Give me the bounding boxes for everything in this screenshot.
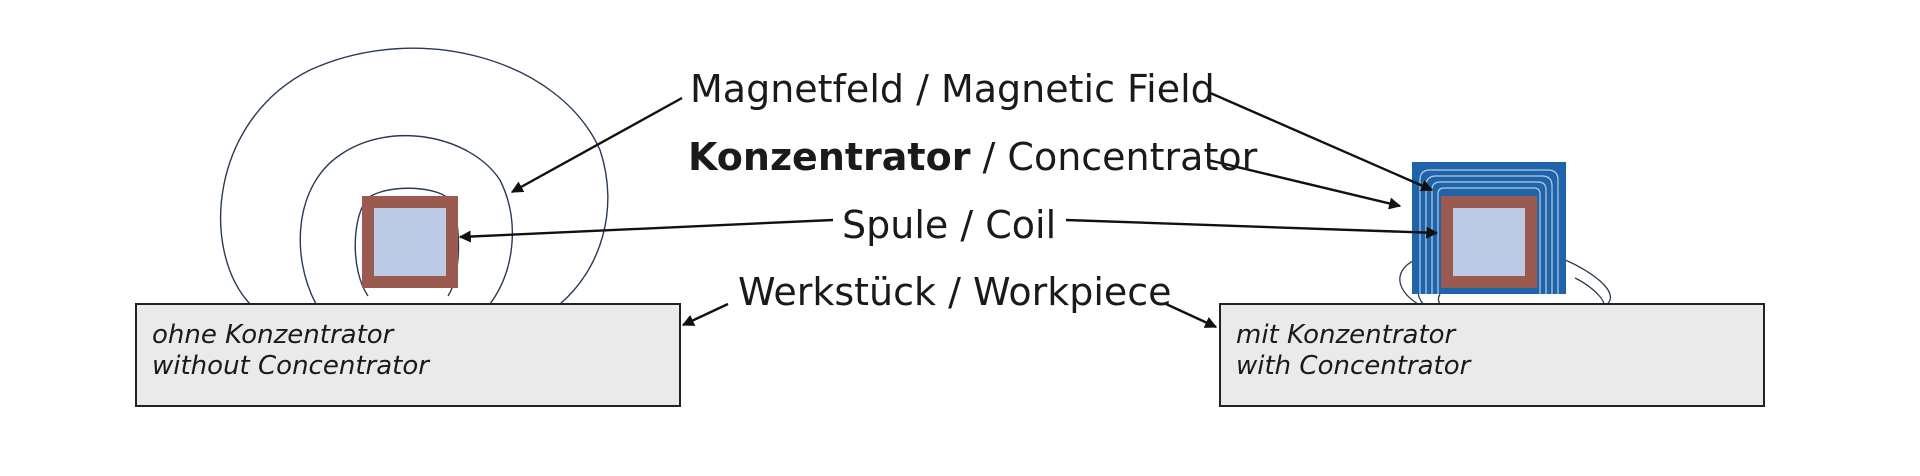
label-coil: Spule / Coil xyxy=(842,203,1057,247)
left-field-line-outer xyxy=(219,47,609,305)
left-workpiece xyxy=(135,303,681,407)
arrow-coil-right xyxy=(1065,218,1439,239)
right-coil-core xyxy=(1453,208,1525,276)
arrow-workpiece-left xyxy=(681,302,729,327)
arrow-concentrator xyxy=(1207,158,1402,210)
label-workpiece: Werkstück / Workpiece xyxy=(738,270,1172,314)
label-concentrator-rest: / Concentrator xyxy=(970,135,1258,179)
left-caption: ohne Konzentrator without Concentrator xyxy=(152,320,429,382)
label-concentrator-bold: Konzentrator xyxy=(688,135,971,179)
label-magnetic-field: Magnetfeld / Magnetic Field xyxy=(690,67,1215,111)
arrow-coil-left xyxy=(458,218,834,243)
left-caption-line1: ohne Konzentrator xyxy=(152,320,394,350)
arrow-field-left xyxy=(510,96,683,194)
arrow-field-right xyxy=(1207,90,1434,192)
arrow-workpiece-right xyxy=(1165,302,1218,329)
left-coil-core xyxy=(374,208,446,276)
right-workpiece xyxy=(1219,303,1765,407)
right-caption-line1: mit Konzentrator xyxy=(1236,320,1456,350)
left-caption-line2: without Concentrator xyxy=(152,351,429,382)
leader-arrows xyxy=(458,90,1439,329)
label-concentrator: Konzentrator / Concentrator xyxy=(688,138,1257,176)
left-field-line-inner xyxy=(354,187,460,297)
right-caption: mit Konzentrator with Concentrator xyxy=(1236,320,1470,382)
right-caption-line2: with Concentrator xyxy=(1236,351,1471,382)
